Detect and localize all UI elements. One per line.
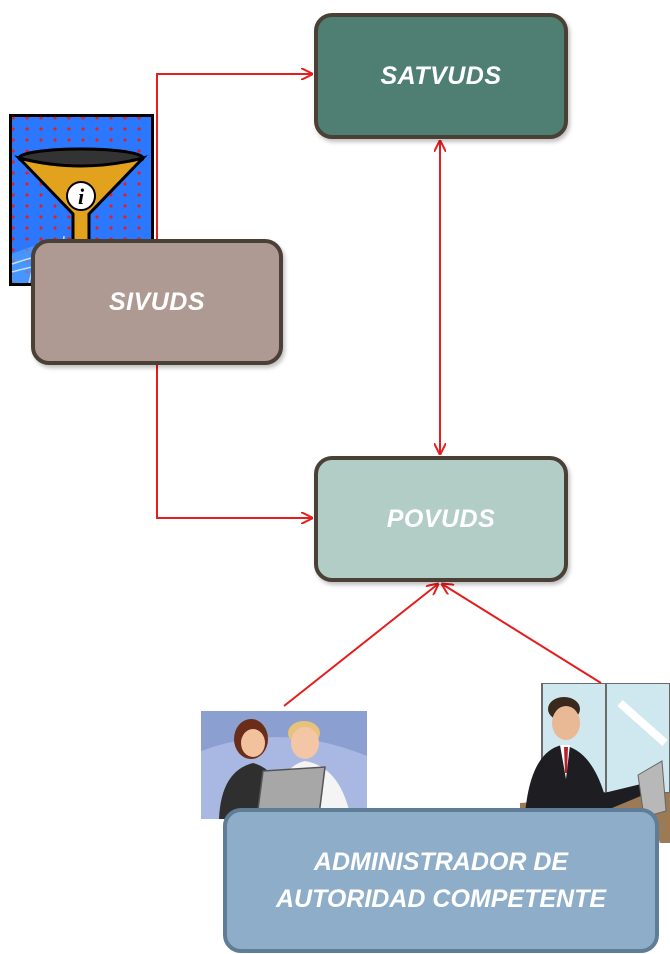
povuds-label: POVUDS [386,504,496,533]
connector-admin-to-povuds [442,584,602,684]
connector-team-to-povuds [283,584,438,707]
connector-sivuds-to-satvuds [156,74,312,239]
svg-text:i: i [78,184,85,209]
connector-sivuds-to-povuds [156,365,312,518]
sivuds-label: SIVUDS [108,287,206,316]
admin-line-2: AUTORIDAD COMPETENTE [275,884,607,913]
sivuds-node: SIVUDS [31,239,283,365]
satvuds-node: SATVUDS [314,13,568,139]
admin-line-1: ADMINISTRADOR DE [313,847,569,876]
povuds-node: POVUDS [314,456,568,582]
admin-authority-box: ADMINISTRADOR DE AUTORIDAD COMPETENTE [223,808,659,953]
satvuds-label: SATVUDS [380,61,502,90]
team-at-laptop-icon [201,711,367,819]
